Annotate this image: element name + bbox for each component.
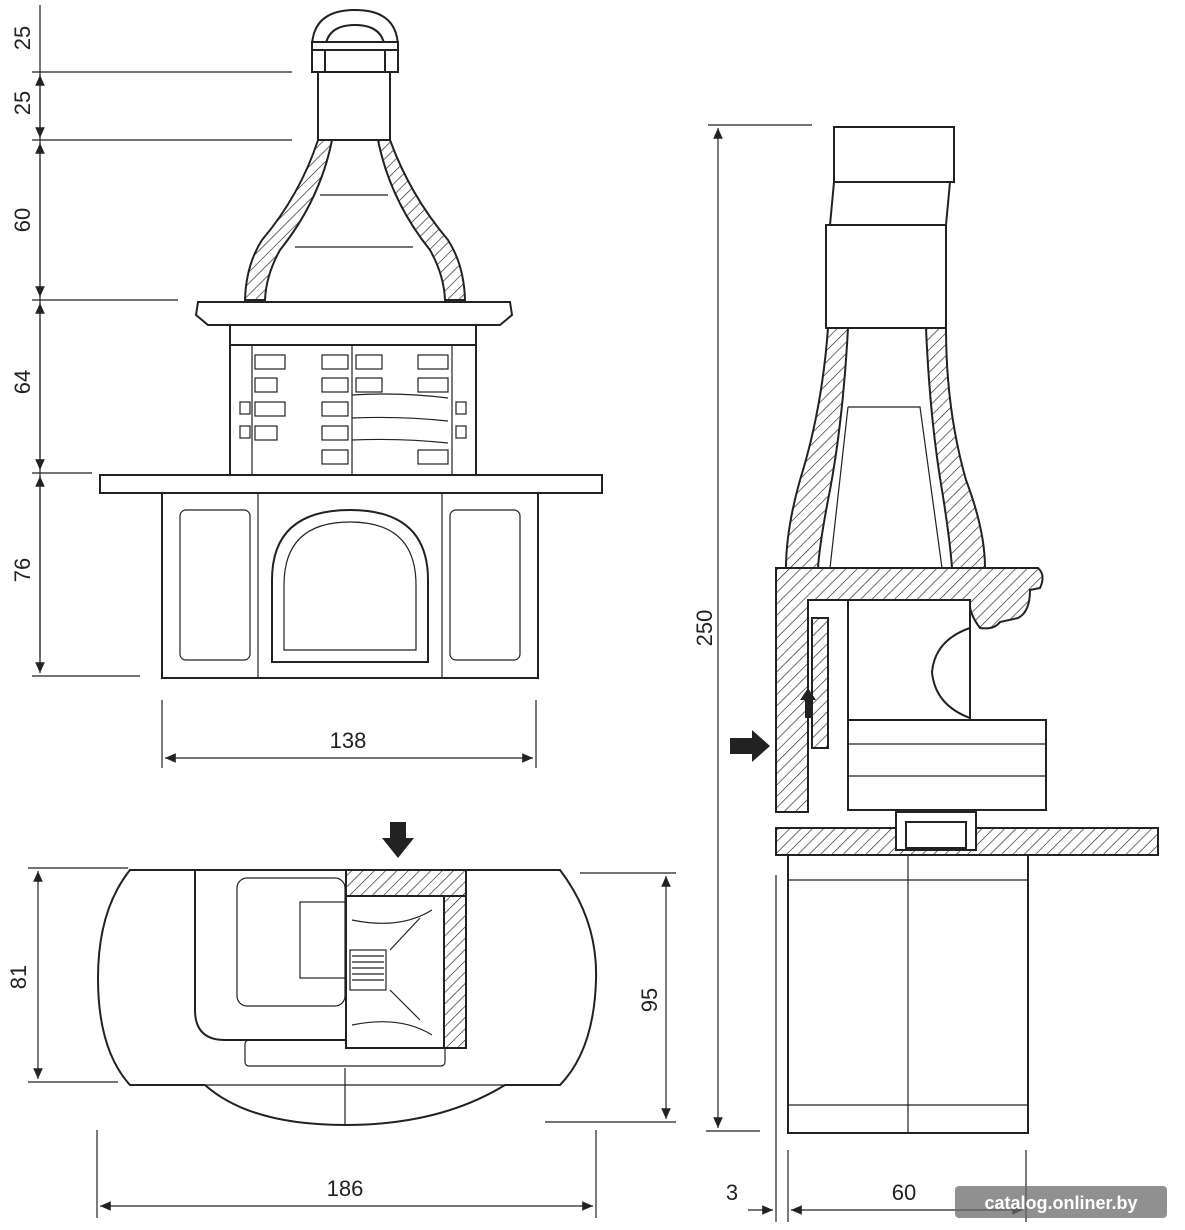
chimney-arch bbox=[311, 8, 399, 73]
front-countertop bbox=[99, 474, 603, 494]
hood-right-wall bbox=[376, 139, 467, 301]
front-mantle bbox=[194, 301, 514, 326]
front-base bbox=[161, 492, 539, 679]
side-grill-box bbox=[847, 719, 1047, 811]
watermark-text: catalog.onliner.by bbox=[984, 1193, 1137, 1213]
mantle-base bbox=[229, 324, 477, 346]
dim-plan-depth-left: 81 bbox=[6, 965, 31, 989]
chimney-block bbox=[317, 71, 391, 141]
dim-side-offset: 3 bbox=[726, 1180, 738, 1205]
firebox-upper bbox=[229, 344, 477, 476]
front-view bbox=[99, 8, 603, 679]
brick-pattern bbox=[239, 354, 467, 465]
chimney-cap-band bbox=[311, 41, 399, 51]
side-dimensions: 250 3 60 bbox=[692, 124, 1027, 1222]
dim-front-width: 138 bbox=[330, 728, 367, 753]
dim-side-height: 250 bbox=[692, 610, 717, 647]
side-firebox bbox=[847, 599, 971, 721]
dim-front-h4: 64 bbox=[10, 370, 35, 394]
dim-plan-width: 186 bbox=[327, 1176, 364, 1201]
front-arch-opening bbox=[271, 508, 429, 663]
plan-back-wall bbox=[345, 869, 467, 897]
hood-left-wall bbox=[243, 139, 334, 301]
plan-air-arrow bbox=[382, 822, 414, 858]
side-view bbox=[730, 126, 1159, 1134]
dim-front-h2: 25 bbox=[10, 91, 35, 115]
plan-side-wall bbox=[443, 895, 467, 1049]
front-dimensions: 25 25 60 64 76 138 bbox=[10, 5, 537, 768]
side-air-duct bbox=[811, 617, 829, 749]
side-air-arrow bbox=[730, 730, 770, 762]
plan-grate bbox=[349, 949, 387, 991]
dim-front-h5: 76 bbox=[10, 558, 35, 582]
side-hood-right bbox=[924, 327, 987, 569]
side-chimney-block bbox=[825, 224, 947, 329]
plan-firebox bbox=[345, 895, 445, 1049]
side-hood-left bbox=[784, 327, 850, 569]
watermark: catalog.onliner.by bbox=[955, 1186, 1167, 1218]
dim-front-h3: 60 bbox=[10, 208, 35, 232]
dim-front-h1: 25 bbox=[10, 26, 35, 50]
dim-plan-depth-right: 95 bbox=[637, 988, 662, 1012]
plan-view bbox=[96, 822, 598, 1127]
plan-dimensions: 81 95 186 bbox=[6, 867, 676, 1218]
dim-side-depth: 60 bbox=[892, 1180, 916, 1205]
side-chimney-cap bbox=[833, 126, 955, 183]
